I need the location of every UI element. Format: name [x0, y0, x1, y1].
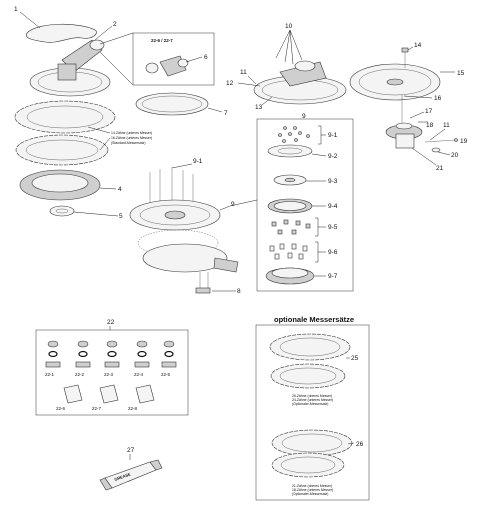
kit-label-22-5: 22-5	[161, 372, 171, 377]
callout-4: 4	[118, 186, 122, 193]
kit-label-22-4: 22-4	[134, 372, 144, 377]
part-9-5-clip-set	[271, 217, 326, 237]
kit-22-box	[35, 329, 189, 416]
kit-22-tubes-row1	[45, 361, 177, 368]
callout-11-right: 11	[443, 122, 450, 129]
callout-8: 8	[237, 288, 241, 295]
callout-19: 19	[460, 138, 468, 145]
kit-22-o-rings	[48, 350, 174, 358]
kit-22-large-tubes	[63, 384, 155, 404]
callout-18: 18	[426, 122, 434, 129]
kit-label-22-1: 22-1	[45, 372, 55, 377]
callout-9-3: 9-3	[328, 178, 338, 185]
callout-7: 7	[224, 110, 228, 117]
part-1-cover-plate	[19, 11, 97, 43]
kit-22-springs	[47, 340, 175, 348]
callout-11-left: 11	[240, 69, 247, 76]
callout-9-5: 9-5	[328, 224, 338, 231]
callout-15: 15	[457, 70, 465, 77]
part-12-housing	[253, 60, 347, 105]
knife-lower-toothed-ring	[15, 134, 109, 166]
kit-label-22-7: 22-7	[92, 406, 102, 411]
part-9-3-washer	[273, 174, 326, 186]
callout-9-2: 9-2	[328, 153, 338, 160]
grease-tube	[99, 459, 163, 491]
part-15-cover-disc	[349, 63, 455, 101]
exploded-box-9	[229, 118, 354, 292]
callout-26: 26	[356, 441, 364, 448]
callout-9-4: 9-4	[328, 203, 338, 210]
part-9-4-bearing-ring	[267, 198, 326, 214]
part-5-retaining-ring	[49, 205, 119, 217]
inset-box-part-6	[99, 32, 215, 86]
knife-upper-toothed-ring	[14, 100, 116, 134]
callout-9-box: 9	[302, 113, 306, 120]
note-optional-knives-a3: (Optionaler-Messersatz)	[292, 402, 328, 406]
part-14-bolt	[401, 46, 414, 68]
note-optional-knives-a1: 26-Zähne (oberes Messer)	[292, 394, 332, 398]
part-9-blade-carrier	[129, 199, 231, 231]
part-19-pin	[424, 138, 458, 143]
optional-knives-box	[255, 324, 370, 501]
kit-label-22-8: 22-8	[128, 406, 138, 411]
kit-label-22-6: 22-6	[56, 406, 66, 411]
callout-13: 13	[255, 104, 263, 111]
callout-9-1-box: 9-1	[328, 132, 338, 139]
note-optional-knives-b1: 21-Zähne (oberes Messer)	[292, 484, 332, 488]
part-18-gearbox	[385, 121, 428, 149]
part-8-blade-lower-assembly	[137, 229, 239, 294]
kit-label-22-2: 22-2	[75, 372, 85, 377]
note-optional-knives-b3: (Optionaler-Messersatz)	[292, 492, 328, 496]
part-20-washer	[431, 147, 451, 156]
callout-21: 21	[436, 165, 444, 172]
part-9-7-hub	[265, 267, 326, 285]
callout-2: 2	[113, 21, 117, 28]
kit-label-22-3: 22-3	[104, 372, 114, 377]
note-optional-knives-b2: 18-Zähne (unteres Messer)	[292, 488, 333, 492]
callout-25: 25	[351, 355, 359, 362]
callout-1: 1	[14, 6, 18, 13]
part-9-1-bolt-set	[278, 125, 326, 145]
callout-20: 20	[451, 152, 459, 159]
note-optional-knives-a2: 24-Zähne (unteres Messer)	[292, 398, 333, 402]
optional-title: optionale Messersätze	[274, 315, 354, 324]
part-4-rotor-disc	[19, 169, 117, 201]
callout-9-1-left: 9-1	[193, 158, 203, 165]
callout-9-center: 9	[231, 201, 235, 208]
part-9-2-ring	[267, 144, 327, 158]
part-16-shaft	[401, 95, 433, 125]
part-10-screws	[275, 29, 303, 65]
callout-27: 27	[127, 447, 135, 454]
part-7-separator-ring	[135, 92, 223, 116]
callout-22: 22	[107, 319, 115, 326]
callout-12: 12	[226, 80, 234, 87]
callout-9-7: 9-7	[328, 273, 338, 280]
note-standard-knives-1: 14-Zähne (unteres Messer)	[111, 131, 152, 135]
callout-14: 14	[414, 42, 422, 49]
part-2-motor-housing	[29, 25, 113, 97]
callout-16: 16	[434, 95, 442, 102]
callout-9-6: 9-6	[328, 249, 338, 256]
callout-17: 17	[425, 108, 433, 115]
callout-6: 6	[204, 54, 208, 61]
inset-label: 22-6 / 22-7	[151, 38, 173, 43]
callout-5: 5	[119, 213, 123, 220]
part-9-6-spacer-set	[269, 241, 326, 263]
part-25-knife-set	[269, 333, 351, 389]
part-26-knife-set	[271, 429, 355, 478]
note-standard-knives-2: 16-Zähne (unteres Messer)	[111, 136, 152, 140]
note-standard-knives-3: (Standard-Messersatz)	[111, 141, 145, 145]
grease-label: GREASE	[114, 471, 132, 482]
callout-10: 10	[285, 23, 293, 30]
